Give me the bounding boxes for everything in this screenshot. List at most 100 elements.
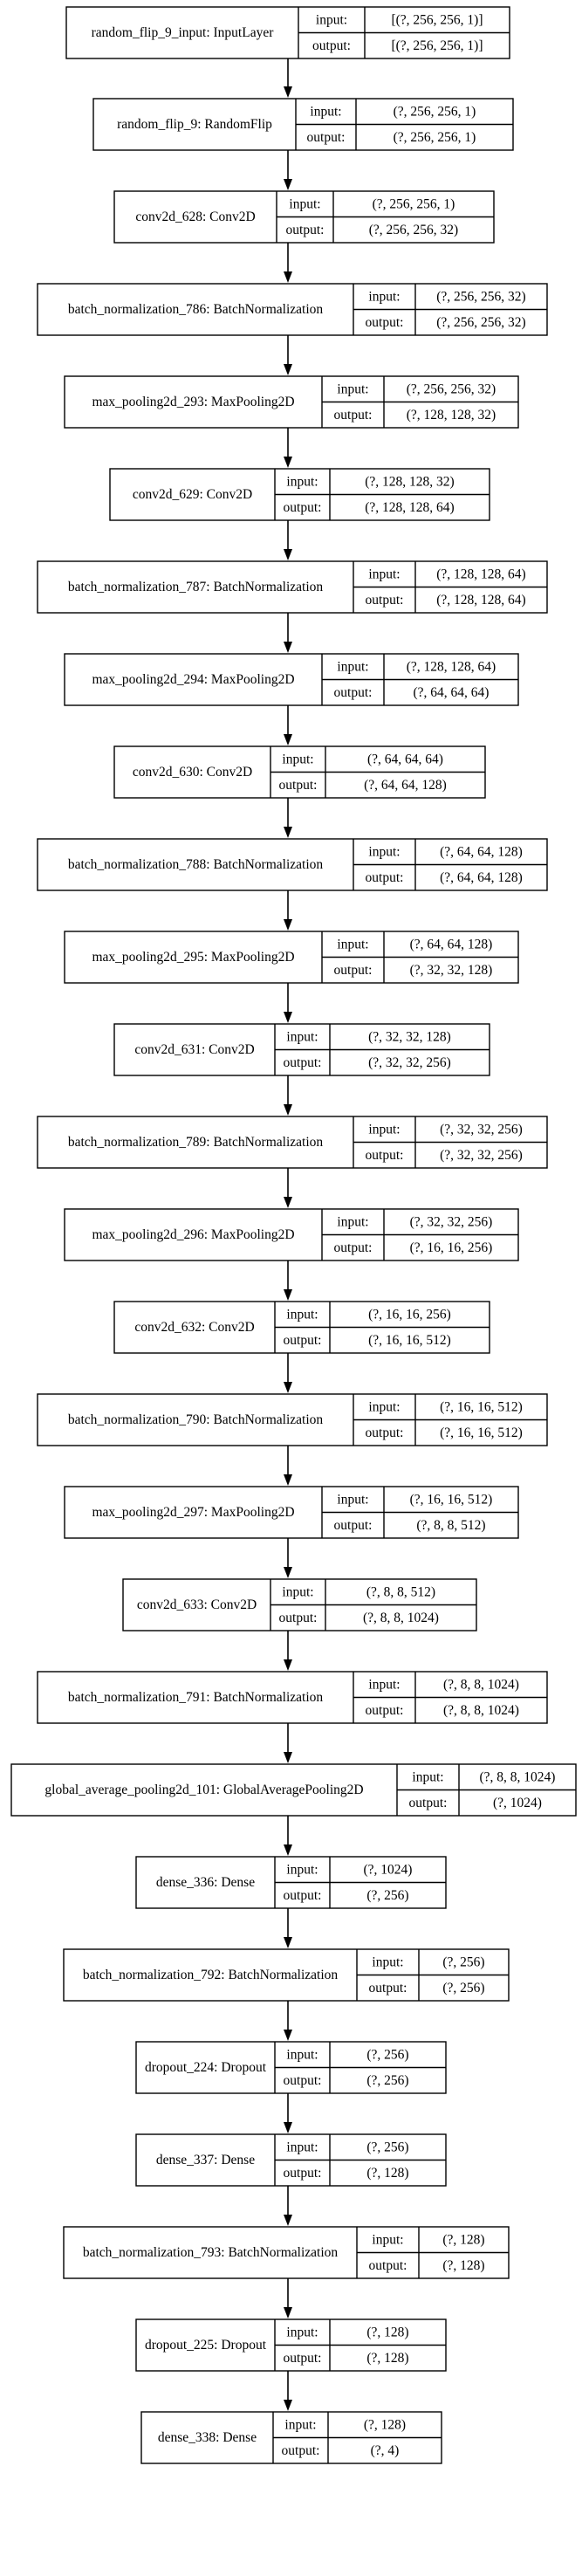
input-label: input: bbox=[372, 1954, 403, 1969]
output-label: output: bbox=[284, 2073, 322, 2088]
output-label: output: bbox=[279, 778, 318, 793]
connection-arrow bbox=[284, 2186, 292, 2226]
arrowhead-icon bbox=[284, 364, 292, 375]
input-shape: (?, 256, 256, 1) bbox=[394, 104, 476, 119]
arrowhead-icon bbox=[284, 1012, 292, 1023]
input-label: input: bbox=[286, 2140, 318, 2154]
connection-arrow bbox=[284, 983, 292, 1023]
input-shape: (?, 256, 256, 1) bbox=[373, 196, 455, 211]
output-label: output: bbox=[369, 1981, 407, 1996]
output-shape: (?, 128) bbox=[366, 2351, 408, 2366]
input-label: input: bbox=[368, 567, 400, 581]
connection-arrow bbox=[284, 2093, 292, 2133]
input-label: input: bbox=[368, 1122, 400, 1137]
connection-arrow bbox=[284, 335, 292, 375]
input-shape: (?, 32, 32, 256) bbox=[410, 1214, 493, 1229]
layer-name: batch_normalization_789: BatchNormalizat… bbox=[68, 1135, 324, 1150]
output-shape: (?, 256, 256, 32) bbox=[369, 223, 458, 237]
output-label: output: bbox=[284, 2351, 322, 2366]
layer-name: dropout_225: Dropout bbox=[145, 2338, 267, 2353]
input-label: input: bbox=[286, 1862, 318, 1877]
connection-arrow bbox=[284, 2371, 292, 2411]
connection-arrow bbox=[284, 1631, 292, 1671]
layer-node: batch_normalization_791: BatchNormalizat… bbox=[37, 1671, 548, 1724]
input-label: input: bbox=[337, 659, 368, 674]
input-shape: (?, 32, 32, 128) bbox=[368, 1029, 451, 1044]
layer-name: conv2d_633: Conv2D bbox=[137, 1597, 257, 1612]
output-label: output: bbox=[284, 1333, 322, 1348]
input-label: input: bbox=[286, 1029, 318, 1044]
input-shape: (?, 64, 64, 128) bbox=[410, 937, 493, 951]
input-label: input: bbox=[368, 289, 400, 304]
input-shape: (?, 16, 16, 256) bbox=[368, 1307, 451, 1322]
layer-name: max_pooling2d_296: MaxPooling2D bbox=[92, 1227, 294, 1242]
output-shape: (?, 64, 64, 64) bbox=[414, 685, 490, 700]
input-shape: (?, 128) bbox=[442, 2232, 484, 2247]
input-shape: (?, 128, 128, 64) bbox=[407, 659, 496, 674]
input-shape: (?, 256, 256, 32) bbox=[407, 381, 496, 396]
input-label: input: bbox=[289, 196, 320, 211]
layer-name: dense_336: Dense bbox=[156, 1875, 255, 1890]
output-shape: (?, 4) bbox=[371, 2443, 400, 2458]
layer-name: max_pooling2d_295: MaxPooling2D bbox=[92, 950, 294, 965]
output-shape: (?, 16, 16, 512) bbox=[368, 1333, 451, 1348]
layer-name: conv2d_632: Conv2D bbox=[134, 1320, 254, 1335]
output-shape: (?, 256) bbox=[366, 1888, 408, 1903]
layer-node: random_flip_9: RandomFlipinput:output:(?… bbox=[92, 98, 514, 151]
connection-arrow bbox=[284, 1261, 292, 1301]
input-label: input: bbox=[337, 1492, 368, 1507]
arrowhead-icon bbox=[284, 1752, 292, 1763]
input-shape: (?, 8, 8, 1024) bbox=[443, 1677, 519, 1692]
output-shape: (?, 256, 256, 32) bbox=[436, 315, 525, 330]
input-label: input: bbox=[368, 1677, 400, 1692]
output-shape: (?, 128, 128, 64) bbox=[436, 593, 525, 608]
output-label: output: bbox=[366, 870, 404, 885]
connection-arrow bbox=[284, 2278, 292, 2318]
layer-node: batch_normalization_786: BatchNormalizat… bbox=[37, 283, 548, 336]
output-shape: (?, 64, 64, 128) bbox=[440, 870, 523, 885]
connection-arrow bbox=[284, 58, 292, 98]
arrowhead-icon bbox=[284, 2030, 292, 2041]
layer-node: max_pooling2d_295: MaxPooling2Dinput:out… bbox=[64, 931, 519, 984]
input-shape: (?, 128) bbox=[364, 2417, 406, 2432]
layer-name: global_average_pooling2d_101: GlobalAver… bbox=[45, 1783, 363, 1797]
layer-node: batch_normalization_789: BatchNormalizat… bbox=[37, 1116, 548, 1169]
input-shape: [(?, 256, 256, 1)] bbox=[391, 12, 483, 27]
input-shape: (?, 128, 128, 64) bbox=[436, 567, 525, 581]
connection-arrow bbox=[284, 150, 292, 190]
connection-arrows bbox=[284, 58, 292, 2411]
output-label: output: bbox=[279, 1611, 318, 1625]
layer-name: batch_normalization_787: BatchNormalizat… bbox=[68, 580, 324, 594]
arrowhead-icon bbox=[284, 1382, 292, 1393]
output-label: output: bbox=[334, 1240, 373, 1255]
arrowhead-icon bbox=[284, 1474, 292, 1486]
arrowhead-icon bbox=[284, 2400, 292, 2411]
input-shape: (?, 64, 64, 128) bbox=[440, 844, 523, 859]
layer-node: max_pooling2d_296: MaxPooling2Dinput:out… bbox=[64, 1208, 519, 1261]
input-shape: (?, 128, 128, 32) bbox=[365, 474, 454, 489]
output-shape: (?, 32, 32, 256) bbox=[368, 1055, 451, 1070]
output-shape: (?, 1024) bbox=[493, 1796, 542, 1810]
output-label: output: bbox=[312, 38, 351, 53]
connection-arrow bbox=[284, 243, 292, 283]
output-label: output: bbox=[334, 963, 373, 978]
layer-name: batch_normalization_788: BatchNormalizat… bbox=[68, 857, 324, 872]
output-label: output: bbox=[366, 1148, 404, 1163]
output-label: output: bbox=[284, 500, 322, 515]
output-label: output: bbox=[286, 223, 325, 237]
input-label: input: bbox=[284, 2417, 316, 2432]
input-label: input: bbox=[286, 2047, 318, 2062]
input-shape: (?, 16, 16, 512) bbox=[410, 1492, 493, 1507]
connection-arrow bbox=[284, 1353, 292, 1393]
layer-name: max_pooling2d_293: MaxPooling2D bbox=[92, 395, 294, 409]
input-shape: (?, 256, 256, 32) bbox=[436, 289, 525, 304]
arrowhead-icon bbox=[284, 2307, 292, 2318]
layer-nodes: random_flip_9_input: InputLayerinput:out… bbox=[10, 6, 577, 2464]
input-shape: (?, 16, 16, 512) bbox=[440, 1399, 523, 1414]
arrowhead-icon bbox=[284, 827, 292, 838]
